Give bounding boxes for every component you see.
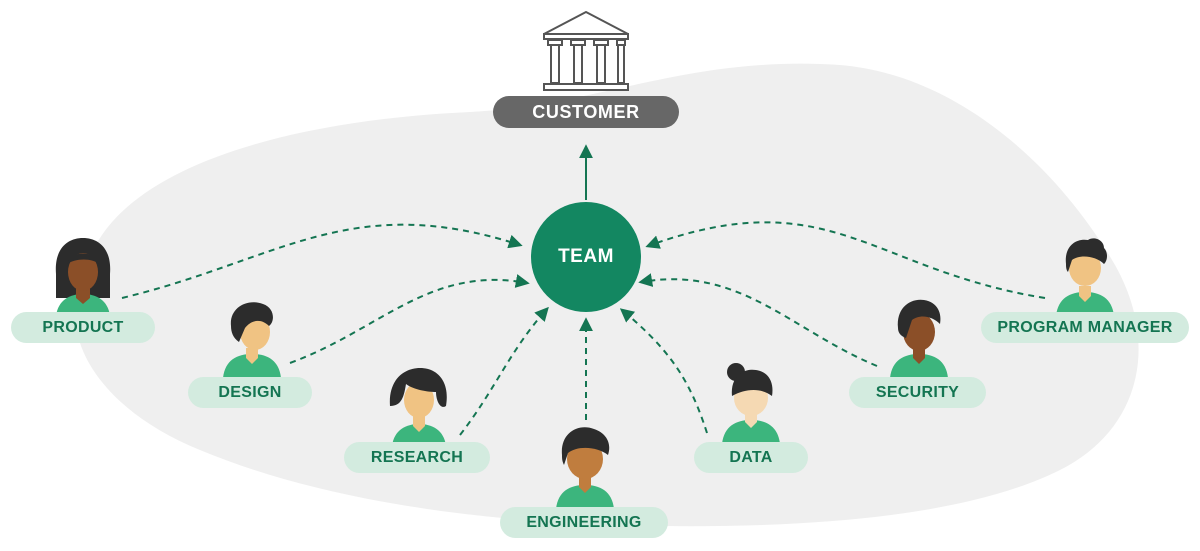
team-label: TEAM (558, 246, 614, 267)
engineering-person-avatar (556, 427, 614, 509)
role-label-program-manager: PROGRAM MANAGER (981, 312, 1189, 343)
security-person-avatar (890, 299, 948, 378)
arrow-security (638, 273, 878, 367)
role-label-research: RESEARCH (344, 442, 490, 473)
arrow-research (459, 306, 549, 436)
role-label-design: DESIGN (188, 377, 312, 408)
role-label-engineering: ENGINEERING (500, 507, 668, 538)
data-person-avatar (722, 363, 780, 444)
research-person-avatar (389, 368, 447, 446)
arrow-design (289, 274, 530, 364)
arrow-program-manager (645, 221, 1046, 299)
arrow-product (121, 223, 523, 299)
design-person-avatar (223, 302, 281, 378)
customer-label: CUSTOMER (493, 96, 679, 128)
product-person-avatar (55, 238, 111, 316)
role-label-security: SECURITY (849, 377, 986, 408)
role-label-data: DATA (694, 442, 808, 473)
program-manager-person-avatar (1056, 238, 1114, 316)
role-label-product: PRODUCT (11, 312, 155, 343)
team-node: TEAM (531, 202, 641, 312)
